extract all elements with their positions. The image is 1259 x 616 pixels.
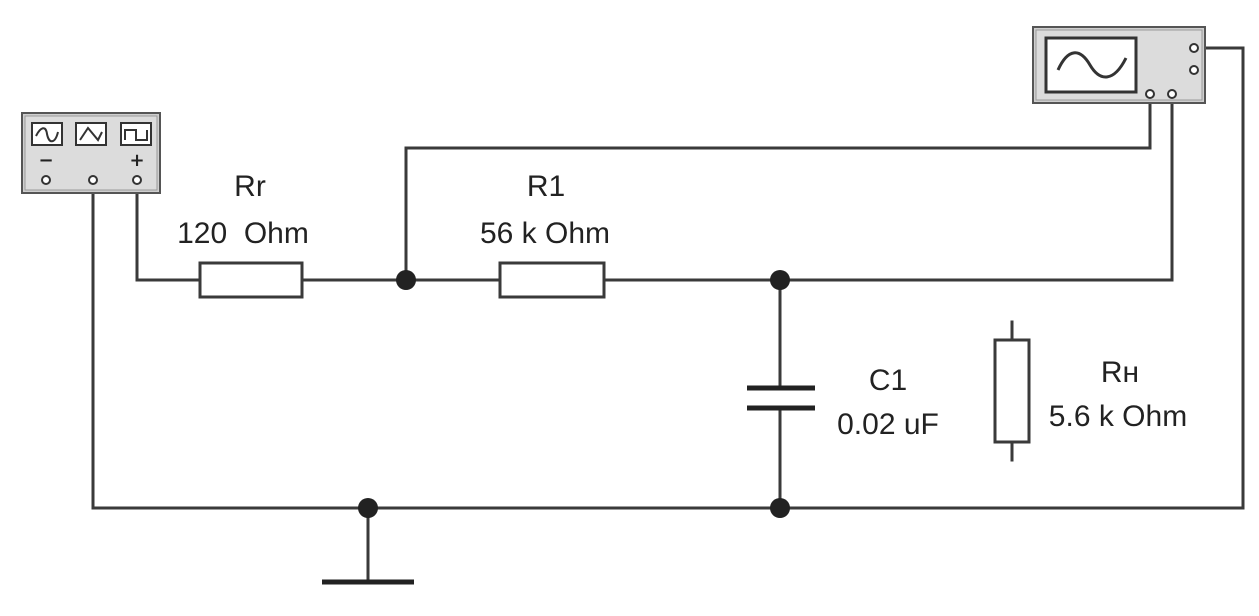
function-generator[interactable]: − + [21,112,161,194]
minus-terminal-label: − [38,150,53,171]
plus-terminal-label: + [129,150,144,171]
rr-value: 120 Ohm [177,217,309,250]
wire-scope-a [404,94,1152,282]
scope-ground-terminal[interactable] [1189,43,1199,53]
common-terminal[interactable] [88,175,98,185]
rr-name: Rr [234,170,266,203]
wires [91,46,1245,584]
scope-channel-a-terminal[interactable] [1145,89,1155,99]
wire-generator-plus [135,181,202,282]
scope-trigger-terminal[interactable] [1189,65,1199,75]
resistor-rr[interactable] [198,261,304,299]
c1-value: 0.02 uF [837,408,939,441]
scope-channel-b-terminal[interactable] [1167,89,1177,99]
r1-value: 56 k Ohm [480,217,610,250]
triangle-wave-button[interactable] [75,122,107,146]
rn-name: Rн [1101,356,1139,389]
junction-dot [770,270,790,290]
square-wave-button[interactable] [120,122,152,146]
resistor-r1[interactable] [498,261,606,299]
minus-terminal[interactable] [41,175,51,185]
rn-value: 5.6 k Ohm [1049,400,1187,433]
capacitor-c1[interactable] [747,385,815,411]
wire-generator-common [91,46,1245,510]
r1-name: R1 [527,170,565,203]
plus-terminal[interactable] [132,175,142,185]
sine-wave-button[interactable] [31,122,63,146]
sine-wave-icon [1056,51,1128,79]
oscilloscope[interactable] [1032,26,1206,104]
junction-dot [396,270,416,290]
junctions [358,270,790,518]
junction-dot [770,498,790,518]
wire-r1-out [602,94,1174,282]
resistor-rn[interactable] [993,338,1031,444]
junction-dot [358,498,378,518]
c1-name: C1 [869,364,907,397]
